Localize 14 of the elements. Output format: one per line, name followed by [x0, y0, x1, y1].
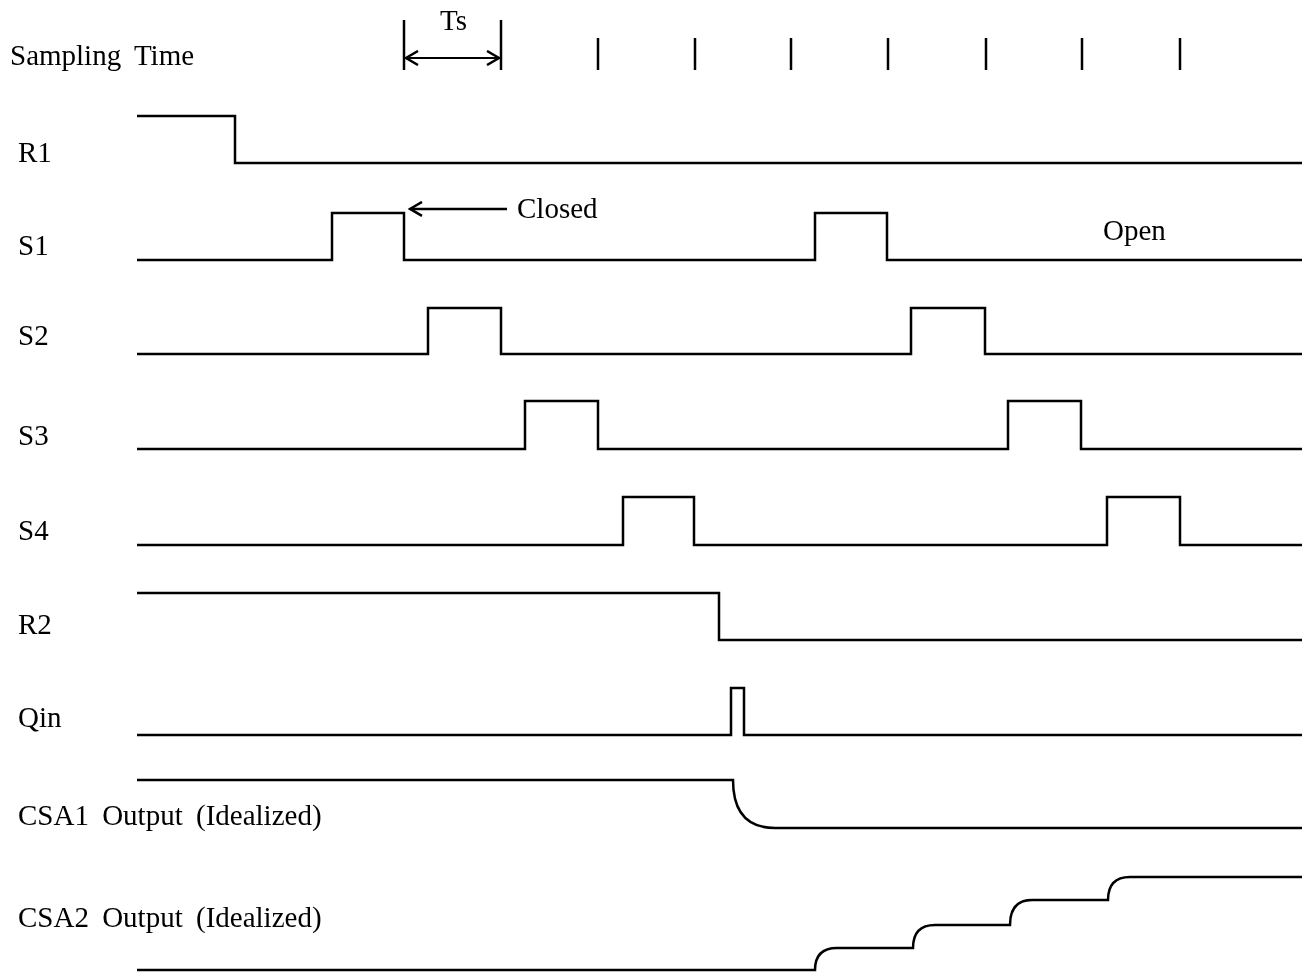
signal-label: S2 — [18, 320, 49, 352]
leader-arrow — [408, 200, 507, 218]
callout-text: Closed — [517, 193, 598, 225]
signal-label: CSA1 Output (Idealized) — [18, 800, 322, 832]
signal-label: Qin — [18, 702, 62, 734]
period-label: Ts — [440, 5, 467, 37]
signal-label: S3 — [18, 420, 49, 452]
signal-label: Open — [1103, 215, 1166, 247]
signal-label: S1 — [18, 230, 49, 262]
signal-label: R1 — [18, 137, 52, 169]
signal-label: CSA2 Output (Idealized) — [18, 902, 322, 934]
signal-label: R2 — [18, 609, 52, 641]
axis-title: Sampling Time — [10, 40, 195, 72]
signal-label: S4 — [18, 515, 49, 547]
